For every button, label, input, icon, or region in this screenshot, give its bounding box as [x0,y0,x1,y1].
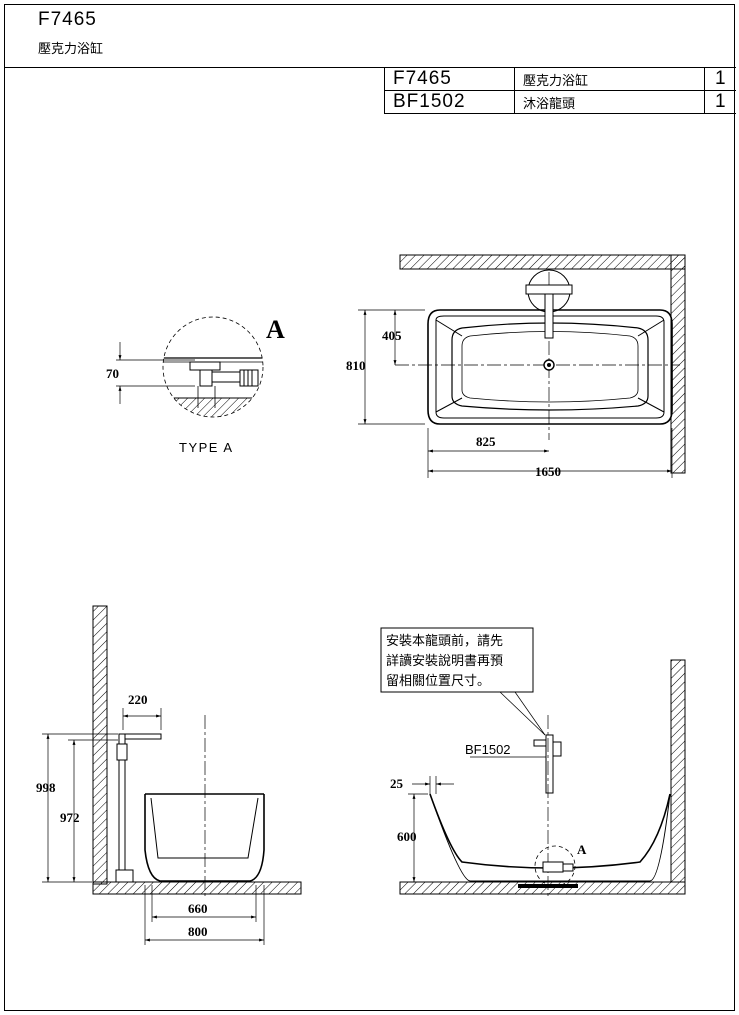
faucet-column [545,734,554,794]
note-line: 留相關位置尺寸。 [386,673,490,688]
dim-rim-height: 600 [397,829,417,844]
part-name: 壓克力浴缸 [514,67,705,91]
wall-hatch [92,605,108,885]
note-line: 詳讀安裝說明書再預 [386,653,503,668]
dim-inner-width: 660 [188,901,208,916]
model-code: F7465 [38,9,97,30]
model-name: 壓克力浴缸 [38,41,104,56]
floor-hatch [92,881,302,895]
note-line: 安裝本龍頭前，請先 [386,633,503,648]
tub-basin [451,322,649,411]
dim-offset: 405 [382,328,402,343]
part-code: F7465 [384,67,515,91]
dim-length: 1650 [535,464,561,479]
parts-row: BF1502 沐浴龍頭 1 [384,90,736,114]
faucet-spout [124,733,162,740]
parts-row: F7465 壓克力浴缸 1 [384,67,736,91]
dim-center: 825 [476,434,496,449]
detail-marker: A [266,315,285,344]
faucet-label: BF1502 [465,742,511,757]
tub-profile [144,794,265,882]
part-name: 沐浴龍頭 [514,90,705,114]
faucet-spout [544,293,554,339]
dim-outer-width: 800 [188,924,208,939]
install-note-box [380,627,534,693]
tub-basin-inner [461,331,639,403]
top-view: 810 405 825 1650 [346,254,686,479]
type-label: TYPE A [179,440,234,455]
part-qty: 1 [704,90,736,114]
side-view: 220 998 972 660 800 [36,605,302,945]
dim-drain-height: 70 [106,366,119,381]
detail-marker: A [577,842,587,857]
faucet-body [525,284,573,295]
tub-outline [427,309,673,425]
parts-table: F7465 壓克力浴缸 1 BF1502 沐浴龍頭 1 [384,67,736,114]
part-code: BF1502 [384,90,515,114]
dim-faucet-offset: 220 [128,692,148,707]
tub-profile [429,793,671,869]
dim-gap: 25 [390,776,404,791]
wall-hatch [670,659,686,883]
wall-hatch [670,254,686,474]
front-view: 安裝本龍頭前，請先 詳讀安裝說明書再預 留相關位置尺寸。 BF1502 A 25… [380,627,686,896]
drain-pipe [518,884,578,888]
dim-height-total: 998 [36,780,56,795]
drawing-frame [4,4,735,1011]
dim-depth: 810 [346,358,366,373]
wall-hatch [399,254,686,270]
header-divider [4,67,735,68]
detail-a: 70 A TYPE A [106,315,285,455]
dim-height-spout: 972 [60,810,80,825]
